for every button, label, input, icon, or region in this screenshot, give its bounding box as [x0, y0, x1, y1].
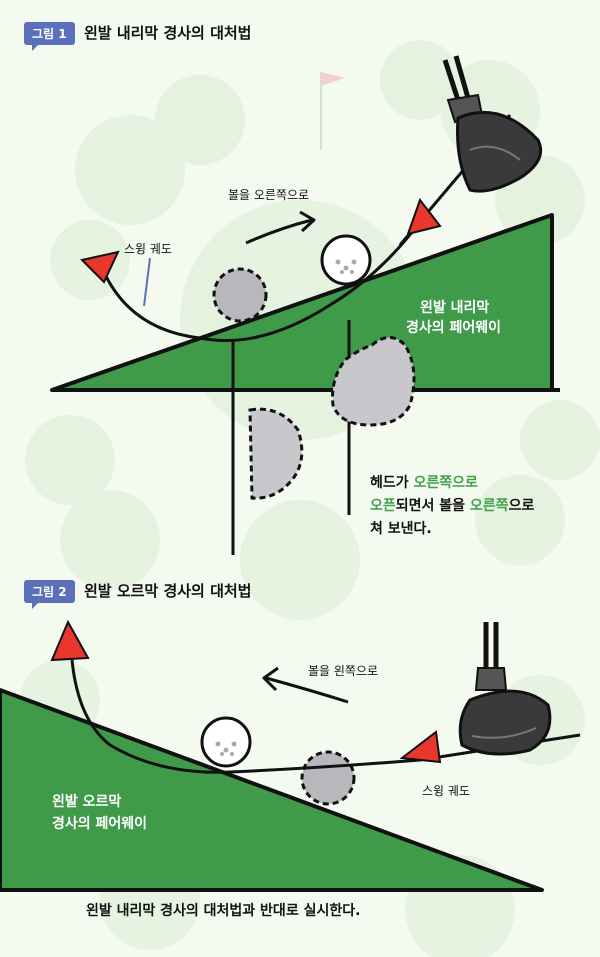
figure1-bunker-lower	[248, 407, 304, 500]
figure2-ball-dimples	[215, 741, 237, 756]
figure2-slope-label-1: 왼발 오르막	[52, 794, 122, 810]
figure2-arrow-top	[50, 619, 90, 662]
figure1-badge: 그림 1	[24, 22, 75, 51]
figure1-ball	[320, 234, 372, 286]
figure1-note-line1: 헤드가 오른쪽으로	[370, 475, 478, 491]
figure2-badge: 그림 2	[24, 580, 75, 609]
figure2-ball-direction-label: 볼을 왼쪽으로	[308, 664, 379, 678]
figure1-bunker-upper	[331, 336, 416, 427]
figure1-swing-path-label: 스윙 궤도	[124, 242, 172, 256]
figure2-ball	[200, 716, 252, 768]
figure2-swing-path	[70, 659, 581, 774]
figure2-slope-label-2: 경사의 페어웨이	[52, 816, 148, 832]
figure1-arrow-right	[406, 197, 442, 236]
figure1-driver-club	[442, 55, 543, 193]
figure1-ball-dimples	[335, 259, 357, 274]
figure2-ball-ghost	[300, 750, 356, 806]
figure1-note: 헤드가 오른쪽으로 오픈되면서 볼을 오른쪽으로 쳐 보낸다.	[370, 472, 534, 541]
figure1-slope-label-1: 왼발 내리막	[420, 300, 490, 316]
figure1-swing-path	[101, 221, 422, 342]
figure1-title: 왼발 내리막 경사의 대처법	[84, 24, 252, 42]
figure1-note-line2: 오픈되면서 볼을 오른쪽으로	[370, 498, 535, 514]
figure2-fairway	[0, 688, 544, 892]
figure1-note-line3: 쳐 보낸다.	[370, 521, 432, 537]
figure1-diagram	[50, 55, 560, 555]
figure2-title: 왼발 오르막 경사의 대처법	[84, 582, 252, 600]
figure1-ball-ghost	[212, 267, 268, 323]
figure2-direction-arrow	[265, 676, 349, 704]
figure2-caption: 왼발 내리막 경사의 대처법과 반대로 실시한다.	[86, 903, 361, 919]
figure2-driver-club	[458, 622, 552, 756]
figure1-slope-label-2: 경사의 페어웨이	[406, 320, 502, 336]
figure1-ball-direction-label: 볼을 오른쪽으로	[228, 188, 310, 202]
figure1-direction-arrow	[245, 218, 313, 245]
figure1-arrow-left	[80, 250, 120, 284]
figure2-arrow-right	[399, 730, 442, 764]
figure2-swing-path-label: 스윙 궤도	[422, 784, 470, 798]
